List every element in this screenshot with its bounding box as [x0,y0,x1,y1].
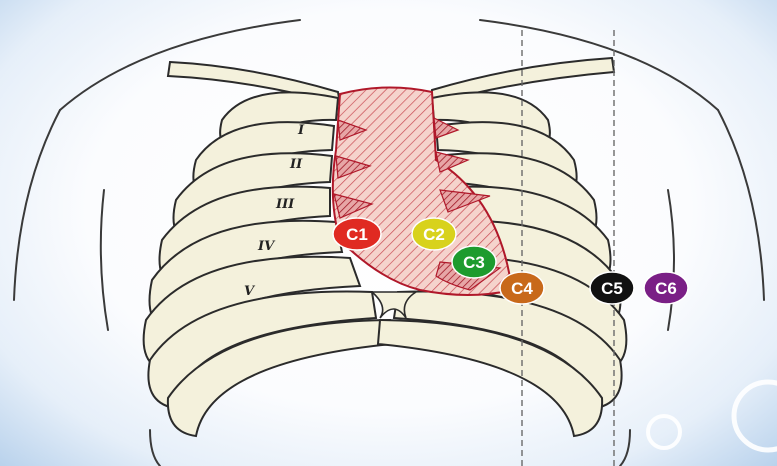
lead-c6: C6 [644,272,688,304]
lead-c4-label: C4 [511,279,533,298]
rib-label-3: III [275,197,295,212]
lead-c4: C4 [500,272,544,304]
lead-c5: C5 [590,272,634,304]
rib-label-1: I [297,123,305,138]
lead-c5-label: C5 [601,279,623,298]
lead-c2: C2 [412,218,456,250]
lead-c1-label: C1 [346,225,368,244]
rib-label-2: II [289,157,303,172]
lead-c3: C3 [452,246,496,278]
lead-c3-label: C3 [463,253,485,272]
rib-label-4: IV [257,239,276,254]
lead-c6-label: C6 [655,279,677,298]
decorative-bubbles [648,382,777,450]
lead-c2-label: C2 [423,225,445,244]
lead-c1: C1 [333,218,381,250]
